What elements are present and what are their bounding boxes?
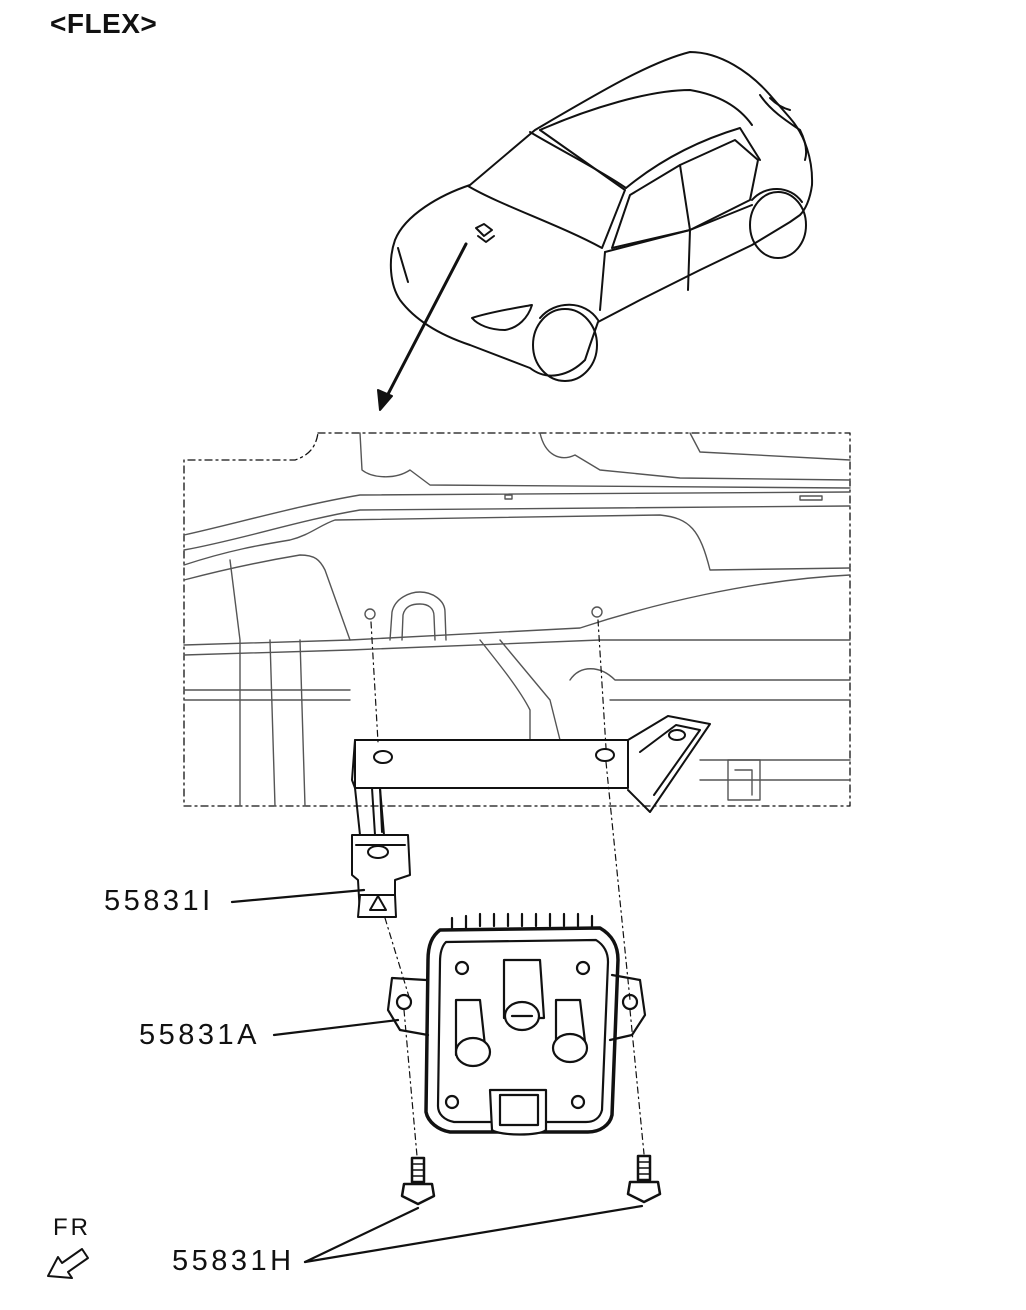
assembly-guide-lines [370,619,645,1157]
callout-label-55831H: 55831H [172,1245,295,1277]
vehicle-outline [389,51,814,382]
front-direction-arrow [47,1248,89,1279]
callout-label-55831I: 55831I [104,885,214,917]
callout-label-55831A: 55831A [139,1019,260,1051]
detail-view-frame [183,432,851,807]
vehicle-structure-detail [183,432,851,807]
leader-lines [230,888,644,1264]
location-arrow [377,242,468,411]
clip-part-55831I [351,787,411,918]
variant-title: <FLEX> [50,8,158,39]
front-marker-label: FR [53,1214,91,1241]
bolt-55831H-right [626,1154,662,1204]
mounting-bracket [351,715,711,836]
bolt-55831H-left [400,1156,436,1206]
relay-module-55831A [386,912,647,1136]
